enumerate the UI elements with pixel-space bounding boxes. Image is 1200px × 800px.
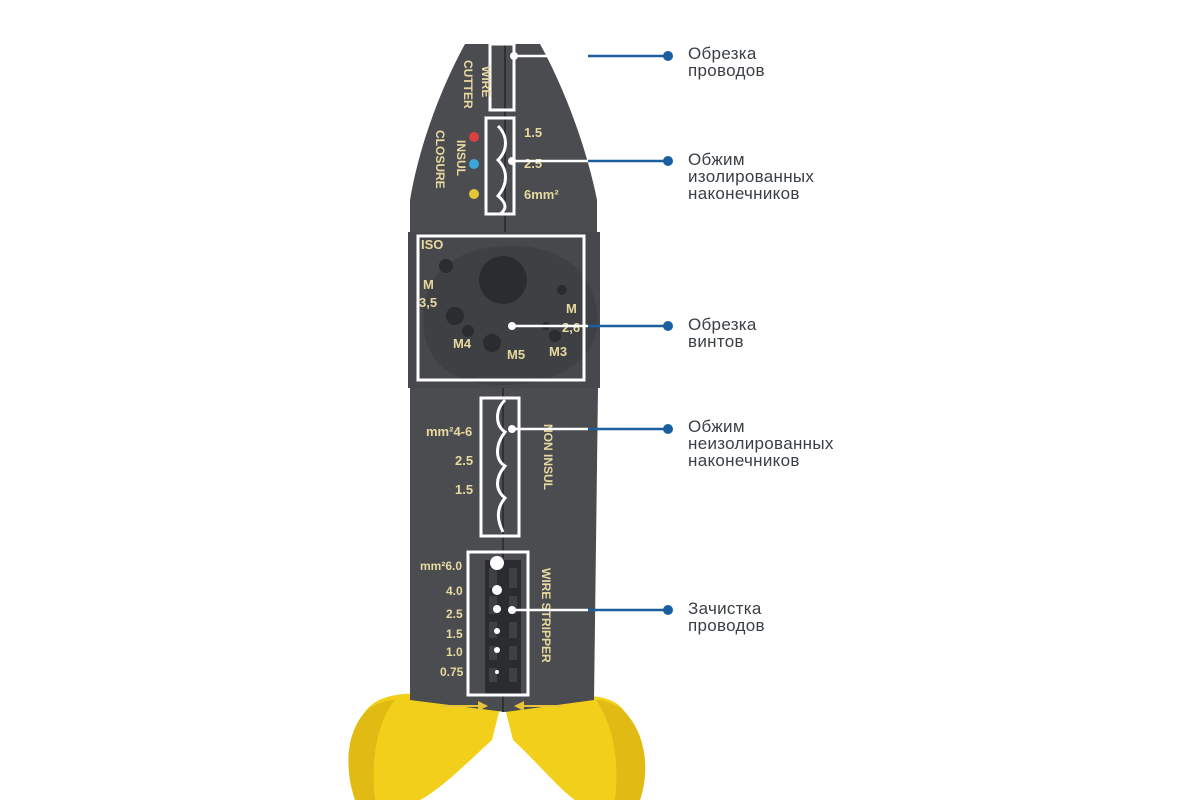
callout-line: наконечников xyxy=(688,451,800,470)
callout-wire-strip: Зачистка проводов xyxy=(688,600,928,634)
hole-m5 xyxy=(483,334,501,352)
box-wire-cutter xyxy=(488,42,516,112)
callout-insulated-crimp: Обжим изолированных наконечников xyxy=(688,151,928,202)
hole-m3-5 xyxy=(446,307,464,325)
callout-screw-cut: Обрезка винтов xyxy=(688,316,928,350)
callout-line: проводов xyxy=(688,616,765,635)
hole-m2-6 xyxy=(557,285,567,295)
m3-text: M3 xyxy=(549,344,567,359)
large-hole xyxy=(479,256,527,304)
crimp-2-5-text: 2.5 xyxy=(455,453,473,468)
leader-wire-strip xyxy=(508,605,673,615)
tool-body xyxy=(408,44,600,712)
box-wire-stripper xyxy=(466,550,530,697)
callout-line: Обжим xyxy=(688,150,745,169)
blue-dot xyxy=(469,159,479,169)
hole-iso xyxy=(439,259,453,273)
strip-6-text: mm²6.0 xyxy=(420,559,462,573)
iso-text: ISO xyxy=(421,237,443,252)
hole-m4 xyxy=(462,325,474,337)
callout-line: неизолированных xyxy=(688,434,834,453)
leader-screw-cut xyxy=(508,321,673,331)
m-2-6-text: 2,6 xyxy=(562,320,580,335)
non-insul-text: NON INSUL xyxy=(541,424,555,490)
size-6: 6mm² xyxy=(524,187,559,202)
highlight-boxes xyxy=(416,42,586,697)
callout-line: наконечников xyxy=(688,184,800,203)
screw-holes xyxy=(439,256,567,352)
box-insulated xyxy=(484,116,516,216)
m-left-text: M xyxy=(423,277,434,292)
box-screw-cutter xyxy=(416,234,586,382)
callout-line: изолированных xyxy=(688,167,815,186)
cutter-text: CUTTER xyxy=(461,60,475,109)
wire-text: WIRE xyxy=(479,66,493,97)
tool-text: WIRE CUTTER INSUL CLOSURE 1.5 2.5 6mm² I… xyxy=(419,60,580,679)
leader-wire-cut xyxy=(510,51,673,61)
strip-4-text: 4.0 xyxy=(446,584,463,598)
non-insulated-crimp-profile xyxy=(496,398,508,533)
stripper-notches xyxy=(485,556,521,695)
callout-leaders xyxy=(508,51,673,615)
m-3-5-text: 3,5 xyxy=(419,295,437,310)
insul-text: INSUL xyxy=(454,140,468,176)
callout-line: Зачистка xyxy=(688,599,762,618)
crimp-1-5-text: 1.5 xyxy=(455,482,473,497)
callout-line: Обрезка xyxy=(688,44,757,63)
strip-0-75-text: 0.75 xyxy=(440,665,464,679)
wire-stripper-text: WIRE STRIPPER xyxy=(539,568,553,663)
leader-insulated-crimp xyxy=(508,156,673,166)
size-2-5: 2.5 xyxy=(524,156,542,171)
callout-line: винтов xyxy=(688,332,744,351)
red-dot xyxy=(469,132,479,142)
box-non-insulated xyxy=(479,396,521,538)
m4-text: M4 xyxy=(453,336,472,351)
insulated-crimp-profile xyxy=(495,124,507,216)
left-handle xyxy=(348,693,500,800)
callout-non-insulated-crimp: Обжим неизолированных наконечников xyxy=(688,418,928,469)
strip-1-0-text: 1.0 xyxy=(446,645,463,659)
hole-m3 xyxy=(549,330,561,342)
m5-text: M5 xyxy=(507,347,525,362)
callout-line: проводов xyxy=(688,61,765,80)
closing-arrows xyxy=(440,701,562,711)
strip-1-5-text: 1.5 xyxy=(446,627,463,641)
mm-4-6-text: mm²4-6 xyxy=(426,424,472,439)
m-right-text: M xyxy=(566,301,577,316)
leader-non-insulated-crimp xyxy=(508,424,673,434)
right-handle-shadow xyxy=(596,700,646,800)
callout-line: Обрезка xyxy=(688,315,757,334)
yellow-handles xyxy=(348,693,646,800)
size-1-5: 1.5 xyxy=(524,125,542,140)
closure-text: CLOSURE xyxy=(433,130,447,189)
left-handle-shadow xyxy=(348,700,395,800)
yellow-dot xyxy=(469,189,479,199)
screw-plate xyxy=(423,245,598,385)
strip-2-5-text: 2.5 xyxy=(446,607,463,621)
callout-line: Обжим xyxy=(688,417,745,436)
callout-wire-cut: Обрезка проводов xyxy=(688,45,928,79)
